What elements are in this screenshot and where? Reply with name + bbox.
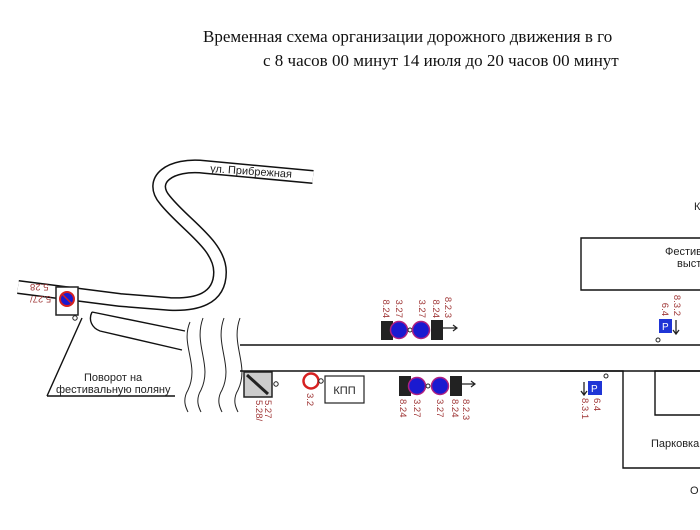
parking-upper-code1: 6.4 [659,303,670,316]
upper-code-4: 8.24 [430,300,441,319]
sign-left-code2: 5.28 [30,281,49,292]
upper-code-3: 3.27 [416,300,427,319]
svg-text:P: P [591,384,598,395]
svg-text:P: P [662,322,669,333]
sign-zone-end[interactable] [243,371,279,398]
title-line1: Временная схема организации дорожного дв… [203,27,612,46]
festival-label-1: Фестив [665,246,700,258]
wavy-lines [184,317,243,413]
road-pribrezhnaya [17,159,314,312]
upper-code-2: 3.27 [393,300,404,319]
bottom-right-label: О [690,485,699,497]
road-branch [89,311,186,351]
sign-restricted-zone[interactable] [55,286,79,321]
sign-no-entry-code: 3.2 [304,393,315,406]
festival-label-2: выст [677,258,700,270]
sign-parking-lower[interactable]: P [580,373,609,397]
turn-label-line1: Поворот на [84,372,143,384]
sign-zone-end-code1: 5.28/ [253,400,264,421]
parking-area: Парковка О [560,370,700,497]
sign-no-entry[interactable] [302,372,324,390]
sign-zone-end-code2: 5.27 [262,400,273,419]
lower-code-3: 3.27 [434,399,445,418]
parking-upper-code2: 8.3.2 [671,295,682,316]
sign-group-upper[interactable] [381,320,458,340]
road-main [240,344,700,372]
sign-parking-upper[interactable]: P [655,319,680,343]
checkpoint-box: КПП [324,375,365,404]
upper-code-1: 8.24 [380,300,391,319]
lower-code-2: 3.27 [411,399,422,418]
lower-code-5: 8.2.3 [460,399,471,420]
parking-lower-code1: 6.4 [591,398,602,411]
festival-building: Фестив выст [580,237,700,291]
lower-code-1: 8.24 [397,399,408,418]
sign-group-lower[interactable] [399,376,476,396]
upper-code-5: 8.2.3 [442,297,453,318]
parking-label: Парковка [651,438,700,450]
title-line2: с 8 часов 00 минут 14 июля до 20 часов 0… [263,51,619,70]
parking-lower-code2: 8.3.1 [579,398,590,419]
street-label-pribrezhnaya: ул. Прибрежная [210,163,293,181]
turn-annotation: Поворот на фестивальную поляну [46,317,175,397]
sign-left-code1: 5.27/ [30,293,51,304]
turn-label-line2: фестивальную поляну [56,384,171,396]
top-right-label: К [694,201,700,213]
lower-code-4: 8.24 [449,399,460,418]
checkpoint-label: КПП [333,385,355,397]
